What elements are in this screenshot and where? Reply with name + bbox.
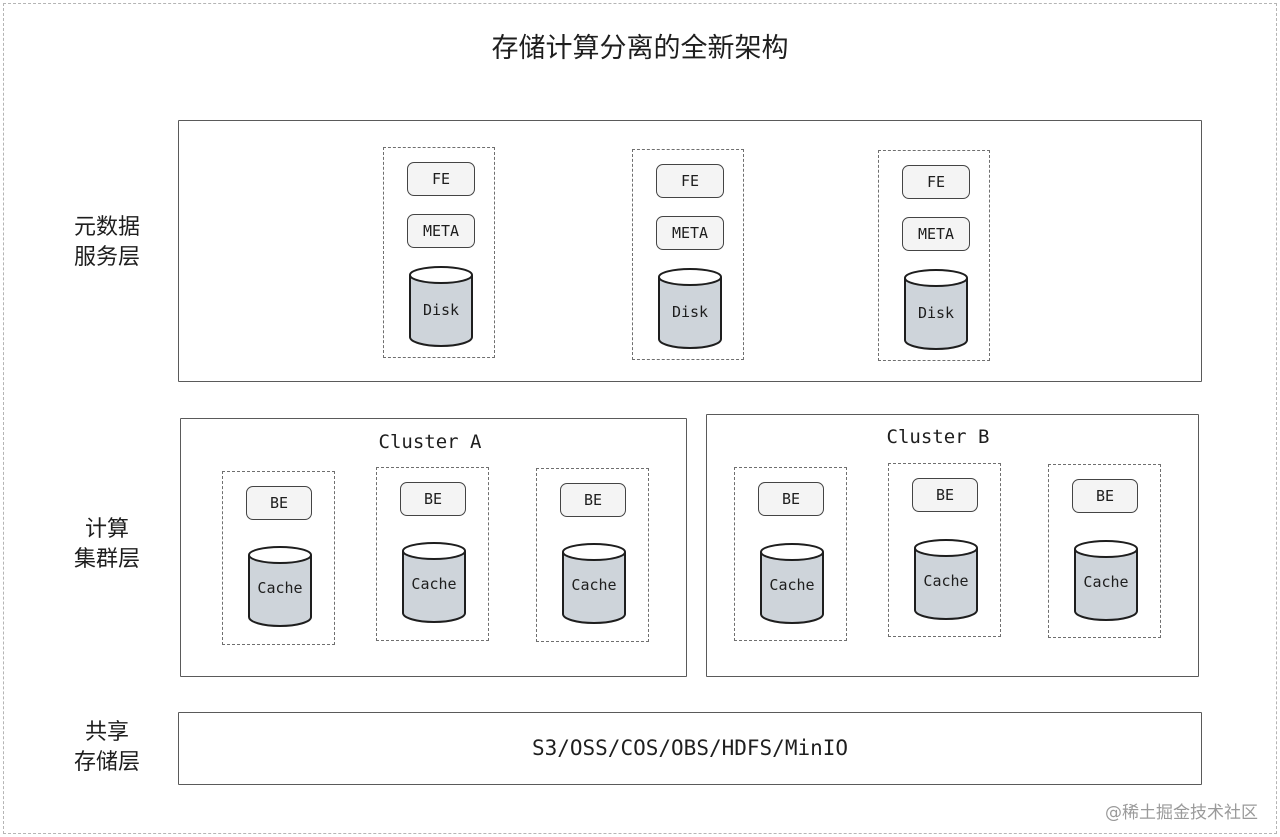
cache-label: Cache — [923, 572, 968, 590]
be-box: BE — [560, 483, 626, 517]
storage-backends-label: S3/OSS/COS/OBS/HDFS/MinIO — [531, 736, 849, 760]
layer-label-compute-line1: 计算 — [84, 517, 129, 542]
disk-label: Disk — [672, 303, 708, 321]
layer-label-meta: 元数据 服务层 — [52, 213, 162, 273]
layer-label-compute: 计算 集群层 — [52, 515, 162, 575]
cluster-b-title: Cluster B — [886, 426, 990, 448]
disk-label: Disk — [918, 304, 954, 322]
meta-box: META — [902, 217, 970, 251]
diagram-title: 存储计算分离的全新架构 — [491, 33, 789, 64]
cache-cylinder-icon: Cache — [248, 546, 312, 627]
diagram-frame — [3, 3, 1277, 834]
layer-label-storage-line2: 存储层 — [73, 750, 140, 775]
cache-label: Cache — [1083, 573, 1128, 591]
cache-label: Cache — [257, 579, 302, 597]
fe-box: FE — [902, 165, 970, 199]
layer-label-compute-line2: 集群层 — [73, 547, 140, 572]
layer-label-meta-line1: 元数据 — [73, 215, 140, 240]
cache-cylinder-icon: Cache — [914, 539, 978, 620]
layer-label-storage-line1: 共享 — [84, 720, 129, 745]
fe-box: FE — [656, 164, 724, 198]
cluster-a-title: Cluster A — [378, 431, 482, 453]
be-box: BE — [246, 486, 312, 520]
cache-label: Cache — [571, 576, 616, 594]
cache-label: Cache — [411, 575, 456, 593]
cache-label: Cache — [769, 576, 814, 594]
meta-box: META — [656, 216, 724, 250]
cache-cylinder-icon: Cache — [1074, 540, 1138, 621]
cache-cylinder-icon: Cache — [402, 542, 466, 623]
cache-cylinder-icon: Cache — [562, 543, 626, 624]
cache-cylinder-icon: Cache — [760, 543, 824, 624]
shared-storage-layer — [178, 712, 1202, 785]
meta-box: META — [407, 214, 475, 248]
be-box: BE — [1072, 479, 1138, 513]
disk-cylinder-icon: Disk — [658, 268, 722, 349]
be-box: BE — [758, 482, 824, 516]
layer-label-storage: 共享 存储层 — [52, 718, 162, 778]
watermark: @稀土掘金技术社区 — [1105, 803, 1258, 823]
layer-label-meta-line2: 服务层 — [73, 245, 140, 270]
be-box: BE — [912, 478, 978, 512]
disk-cylinder-icon: Disk — [904, 269, 968, 350]
disk-label: Disk — [423, 301, 459, 319]
be-box: BE — [400, 482, 466, 516]
disk-cylinder-icon: Disk — [409, 266, 473, 347]
fe-box: FE — [407, 162, 475, 196]
